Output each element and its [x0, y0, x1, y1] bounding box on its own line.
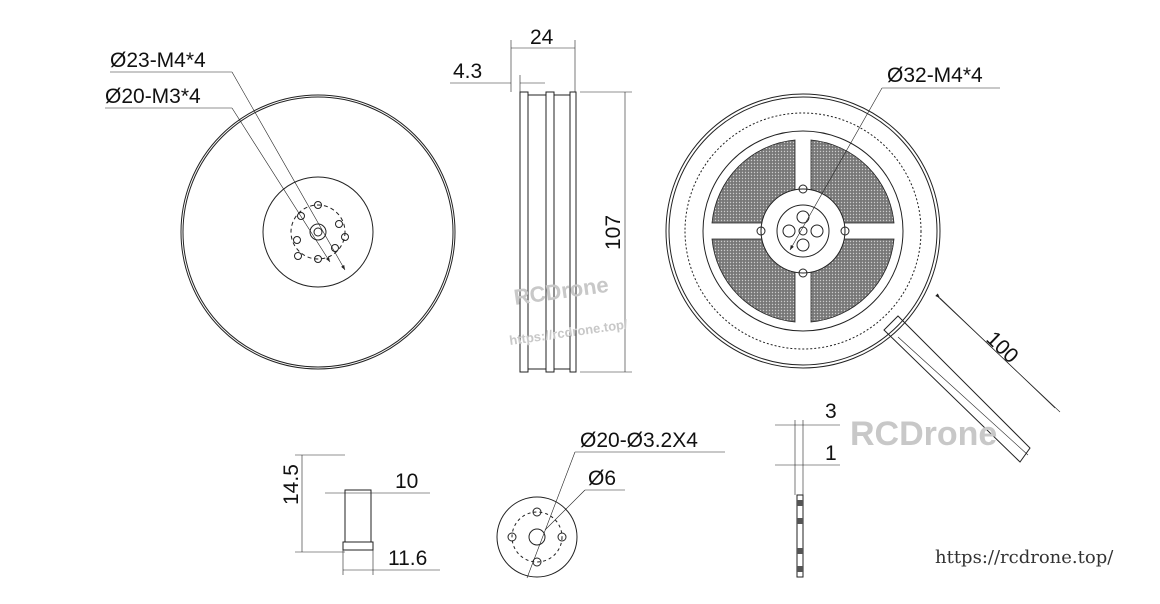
section-detail: 3 1 [775, 400, 840, 578]
height-label: 107 [602, 215, 625, 250]
back-view: Ø32-M4*4 100 RCDrone [665, 64, 1061, 463]
side-view: 24 4.3 107 RCDrone https://rcdrone.top/ [450, 26, 632, 373]
front-view: Ø23-M4*4 Ø20-M3*4 [105, 49, 456, 370]
section-thickness-label: 3 [825, 400, 837, 423]
watermark-brand-2: RCDrone [850, 415, 997, 453]
adapter-bore-label: Ø6 [588, 467, 616, 490]
shaft-height-label: 14.5 [280, 464, 303, 505]
flange-label: 4.3 [453, 60, 482, 83]
width-label: 24 [530, 26, 554, 49]
shaft-detail: 14.5 10 11.6 [280, 454, 440, 575]
adapter-holes-label: Ø20-Ø3.2X4 [580, 429, 698, 452]
shaft-dia-bottom-label: 11.6 [388, 547, 427, 570]
footer-url: https://rcdrone.top/ [935, 547, 1114, 568]
front-thread-outer-label: Ø23-M4*4 [110, 49, 206, 72]
section-step-label: 1 [825, 442, 837, 465]
watermark-url: https://rcdrone.top/ [508, 316, 628, 347]
cable-length-label: 100 [982, 327, 1023, 368]
back-thread-label: Ø32-M4*4 [887, 64, 983, 87]
adapter-detail: Ø20-Ø3.2X4 Ø6 [496, 429, 725, 579]
front-thread-inner-label: Ø20-M3*4 [105, 85, 201, 108]
shaft-dia-top-label: 10 [395, 470, 418, 493]
watermark-brand: RCDrone [512, 272, 610, 310]
